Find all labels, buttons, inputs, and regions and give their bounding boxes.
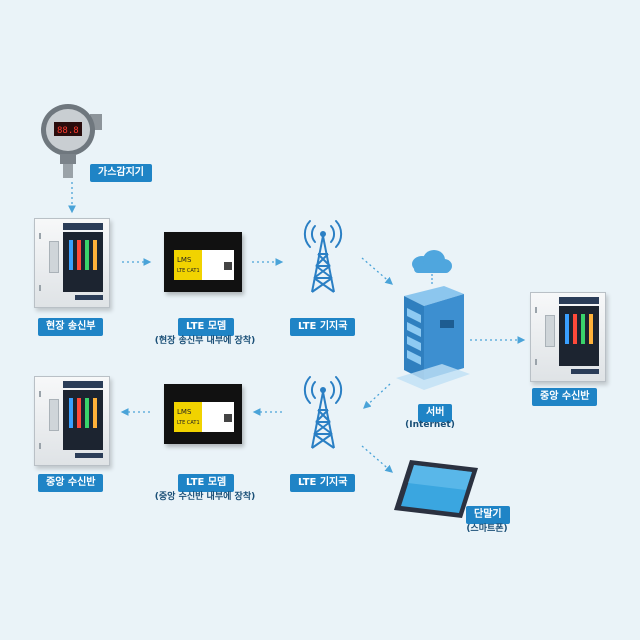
gas-detector-label: 가스감지기 — [90, 164, 152, 182]
arrow-tower-to-phone — [361, 445, 393, 473]
terminal-label: 단말기 — [466, 506, 510, 524]
server-sublabel: (Internet) — [405, 420, 455, 430]
field-transmitter-label: 현장 송신부 — [38, 318, 104, 336]
field-transmitter-panel — [34, 218, 110, 308]
gas-detector-image: 88.8 — [38, 102, 104, 182]
server-label: 서버 — [418, 404, 453, 422]
terminal-sublabel: (스마트폰) — [466, 524, 508, 534]
arrow-tower-to-server — [361, 257, 393, 285]
central-receiver-bottom-panel — [34, 376, 110, 466]
arrow-server-to-tower-bottom — [363, 383, 391, 409]
server-image — [392, 248, 472, 394]
lte-tower-bottom-icon — [298, 370, 348, 452]
lte-modem-bottom-label: LTE 모뎀 — [178, 474, 235, 492]
central-receiver-right-label: 중앙 수신반 — [532, 388, 598, 406]
central-receiver-bottom-label: 중앙 수신반 — [38, 474, 104, 492]
lte-modem-top-sublabel: (현장 송신부 내부에 장착) — [154, 336, 256, 346]
lte-tower-top-label: LTE 기지국 — [290, 318, 356, 336]
lte-modem-top-label: LTE 모뎀 — [178, 318, 235, 336]
lte-tower-bottom-label: LTE 기지국 — [290, 474, 356, 492]
lte-modem-bottom-sublabel: (중앙 수신반 내부에 장착) — [154, 492, 256, 502]
lte-tower-top-icon — [298, 214, 348, 296]
svg-text:88.8: 88.8 — [57, 126, 79, 136]
central-receiver-right-panel — [530, 292, 606, 382]
smartphone-image — [392, 458, 484, 522]
